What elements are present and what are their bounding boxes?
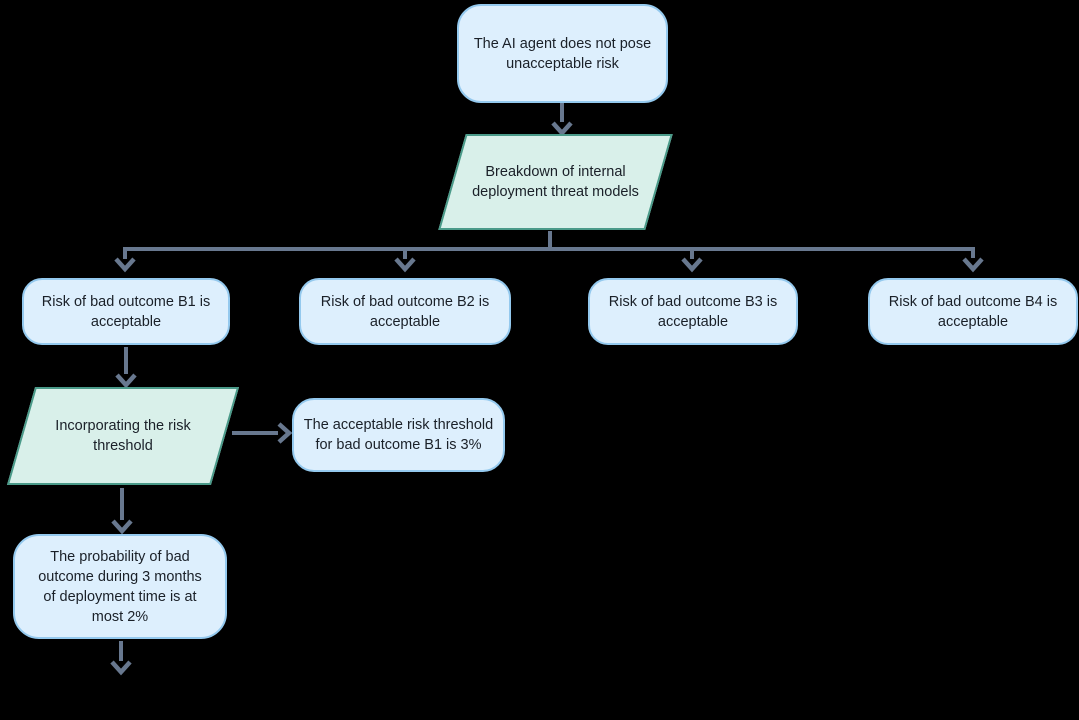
node-risk-b4-label: Risk of bad outcome B4 is acceptable [888,293,1058,330]
node-risk-b3: Risk of bad outcome B3 is acceptable [588,278,798,345]
arrowhead-right-threshold-value [277,422,293,444]
node-root-claim: The AI agent does not pose unacceptable … [457,4,668,103]
node-risk-b3-label: Risk of bad outcome B3 is acceptable [608,293,778,330]
distributor-rail [123,247,975,259]
node-risk-b1: Risk of bad outcome B1 is acceptable [22,278,230,345]
node-root-label: The AI agent does not pose unacceptable … [473,35,652,72]
arrowhead-down-b1 [114,257,136,273]
node-risk-b2-label: Risk of bad outcome B2 is acceptable [320,293,490,330]
node-breakdown-label: Breakdown of internal deployment threat … [472,164,639,200]
arrowhead-down-breakdown [551,121,573,137]
arrowhead-down-b2 [394,257,416,273]
node-incorporating-risk-threshold: Incorporating the risk threshold [6,387,240,485]
node-probability-label: The probability of bad outcome during 3 … [38,548,202,625]
node-risk-b4: Risk of bad outcome B4 is acceptable [868,278,1078,345]
node-threshold-label: Incorporating the risk threshold [55,418,191,454]
arrowhead-down-b3 [681,257,703,273]
arrowhead-down-continuation [110,660,132,676]
node-threshold-value-label: The acceptable risk threshold for bad ou… [303,417,494,453]
arrowhead-down-probability [111,519,133,535]
node-risk-b2: Risk of bad outcome B2 is acceptable [299,278,511,345]
arrowhead-down-b4 [962,257,984,273]
node-breakdown-threat-models: Breakdown of internal deployment threat … [438,134,673,230]
node-risk-b1-label: Risk of bad outcome B1 is acceptable [41,293,211,330]
node-acceptable-threshold-value: The acceptable risk threshold for bad ou… [292,398,505,472]
node-probability-bound: The probability of bad outcome during 3 … [13,534,227,639]
arrowhead-down-threshold [115,373,137,389]
